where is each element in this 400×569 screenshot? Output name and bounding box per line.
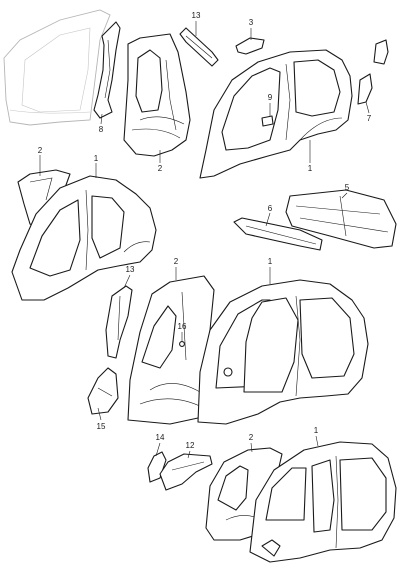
part-3-bracket <box>235 37 265 55</box>
part-1-body-side-mid <box>197 279 369 425</box>
callout-5: 5 <box>345 183 350 192</box>
part-6-cross-member <box>233 217 323 251</box>
part-2-quarter-inner-top <box>123 33 191 157</box>
callout-1-sedan: 1 <box>94 154 99 163</box>
part-16-bolt <box>179 341 185 347</box>
part-13-pillar-mid <box>105 285 133 359</box>
callout-13-top: 13 <box>192 11 201 20</box>
ghost-body-outline <box>3 9 111 126</box>
part-14-bracket <box>147 451 167 483</box>
callout-7: 7 <box>367 114 372 123</box>
part-7-small-panel <box>357 73 373 105</box>
callout-1-mid: 1 <box>268 257 273 266</box>
callout-2-sedan: 2 <box>38 146 43 155</box>
callout-14: 14 <box>156 433 165 442</box>
part-13-rail-top <box>179 27 219 67</box>
leader-lines <box>39 21 370 459</box>
part-5-rear-panel <box>285 189 397 249</box>
callout-8: 8 <box>99 125 104 134</box>
callout-15: 15 <box>97 422 106 431</box>
callout-1-bottom: 1 <box>314 426 319 435</box>
callout-2-bottom: 2 <box>249 433 254 442</box>
callout-16: 16 <box>178 322 187 331</box>
part-small-upper-right <box>373 39 389 65</box>
part-12-rail <box>159 453 213 491</box>
callout-2-mid: 2 <box>174 257 179 266</box>
callout-3: 3 <box>249 18 254 27</box>
part-2-quarter-inner-mid <box>127 275 215 425</box>
part-1-body-side-top <box>199 49 353 179</box>
callout-numbers: 1 3 7 8 9 13 2 1 2 5 6 1 2 13 15 16 1 2 … <box>38 11 372 450</box>
part-15-bracket <box>87 367 119 415</box>
callout-9: 9 <box>268 93 273 102</box>
part-1-body-side-sedan <box>11 175 157 301</box>
callout-12: 12 <box>186 441 195 450</box>
callout-6: 6 <box>268 204 273 213</box>
part-8-b-pillar <box>93 21 121 119</box>
callout-13-mid: 13 <box>126 265 135 274</box>
part-1-body-side-bottom <box>249 441 397 563</box>
callout-2-top: 2 <box>158 164 163 173</box>
callout-1-top: 1 <box>308 164 313 173</box>
